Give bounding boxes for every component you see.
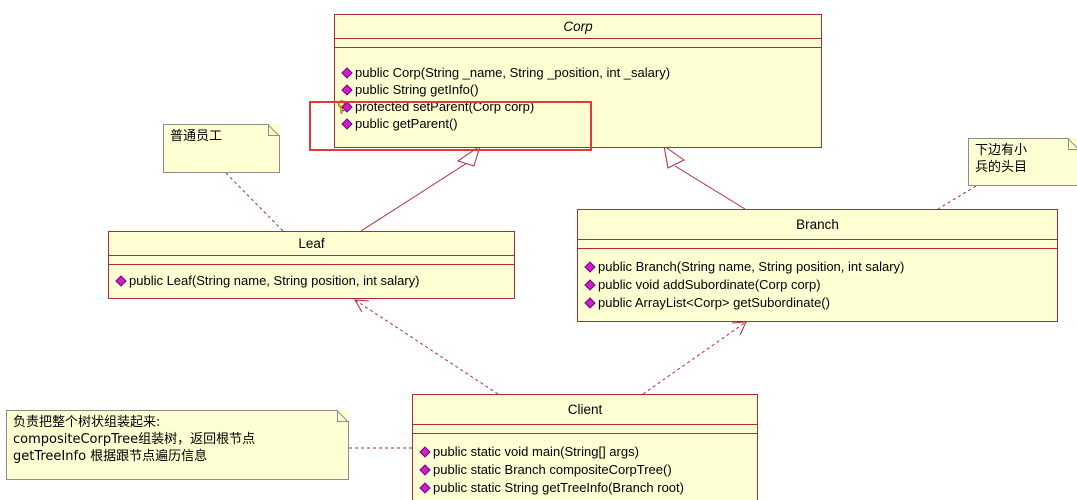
class-branch-name: Branch (578, 210, 1057, 240)
branch-note-link (937, 185, 977, 210)
note-leaf[interactable]: 普通员工 (163, 124, 280, 173)
note-branch[interactable]: 下边有小 兵的头目 (968, 138, 1077, 186)
operation-row[interactable]: public String getInfo() (341, 81, 821, 98)
leaf-generalization-arrowhead (456, 144, 481, 167)
public-visibility-icon (584, 279, 596, 291)
public-visibility-icon (584, 261, 596, 273)
note-client[interactable]: 负责把整个树状组装起来: compositeCorpTree组装树，返回根节点 … (6, 410, 349, 480)
branch-generalization-line (674, 165, 746, 210)
branch-generalization-arrowhead (663, 144, 685, 169)
client-branch-dependency-line (642, 321, 747, 395)
class-client-operations: public static void main(String[] args) p… (413, 434, 757, 497)
note-line: 负责把整个树状组装起来: (13, 415, 161, 430)
note-fold-icon (268, 124, 280, 136)
public-visibility-icon (419, 446, 431, 458)
note-fold-icon (337, 410, 349, 422)
class-client-name: Client (413, 395, 757, 425)
note-line: 普通员工 (170, 129, 223, 144)
class-branch-operations: public Branch(String name, String positi… (578, 249, 1057, 312)
class-branch[interactable]: Branch public Branch(String name, String… (577, 209, 1058, 322)
operation-signature: public Leaf(String name, String position… (129, 273, 420, 288)
class-leaf[interactable]: Leaf public Leaf(String name, String pos… (108, 231, 515, 299)
operation-signature: public ArrayList<Corp> getSubordinate() (598, 295, 830, 310)
client-leaf-dependency-line (354, 299, 499, 395)
note-line: 下边有小 (975, 143, 1028, 158)
class-leaf-name: Leaf (109, 232, 514, 256)
public-visibility-icon (341, 84, 353, 96)
public-visibility-icon (341, 67, 353, 79)
public-visibility-icon (584, 297, 596, 309)
operation-signature: public static Branch compositeCorpTree() (433, 462, 672, 477)
operation-row[interactable]: public ArrayList<Corp> getSubordinate() (584, 294, 1057, 312)
public-visibility-icon (115, 275, 127, 287)
operation-signature: public String getInfo() (355, 82, 479, 97)
operation-row[interactable]: public Branch(String name, String positi… (584, 258, 1057, 276)
operation-row[interactable]: public static Branch compositeCorpTree() (419, 461, 757, 479)
operation-row[interactable]: public static String getTreeInfo(Branch … (419, 479, 757, 497)
note-line: 兵的头目 (975, 160, 1028, 175)
note-fold-icon (1068, 138, 1077, 150)
class-branch-attributes (578, 240, 1057, 249)
note-line: compositeCorpTree组装树，返回根节点 (13, 432, 256, 447)
operation-row[interactable]: public getParent() (341, 115, 821, 132)
operation-row[interactable]: public static void main(String[] args) (419, 443, 757, 461)
class-client-attributes (413, 425, 757, 434)
operation-signature: public getParent() (355, 116, 458, 131)
leaf-generalization-line (360, 162, 468, 232)
note-line: getTreeInfo 根据跟节点遍历信息 (13, 449, 208, 464)
class-leaf-attributes (109, 256, 514, 265)
class-client[interactable]: Client public static void main(String[] … (412, 394, 758, 500)
highlight-box (309, 101, 592, 151)
public-visibility-icon (419, 482, 431, 494)
operation-signature: public Corp(String _name, String _positi… (355, 65, 671, 80)
operation-signature: public Branch(String name, String positi… (598, 259, 905, 274)
operation-row[interactable]: public void addSubordinate(Corp corp) (584, 276, 1057, 294)
operation-signature: public static void main(String[] args) (433, 444, 639, 459)
operation-row[interactable]: public Corp(String _name, String _positi… (341, 64, 821, 81)
operation-row[interactable]: public Leaf(String name, String position… (115, 272, 514, 290)
public-visibility-icon (419, 464, 431, 476)
class-corp-attributes (335, 39, 821, 48)
leaf-note-link (225, 172, 284, 232)
client-branch-dependency-arrowhead (731, 321, 747, 336)
operation-signature: public static String getTreeInfo(Branch … (433, 480, 684, 495)
operation-signature: public void addSubordinate(Corp corp) (598, 277, 821, 292)
class-leaf-operations: public Leaf(String name, String position… (109, 265, 514, 290)
client-leaf-dependency-arrowhead (354, 299, 370, 313)
class-corp-name: Corp (335, 15, 821, 39)
